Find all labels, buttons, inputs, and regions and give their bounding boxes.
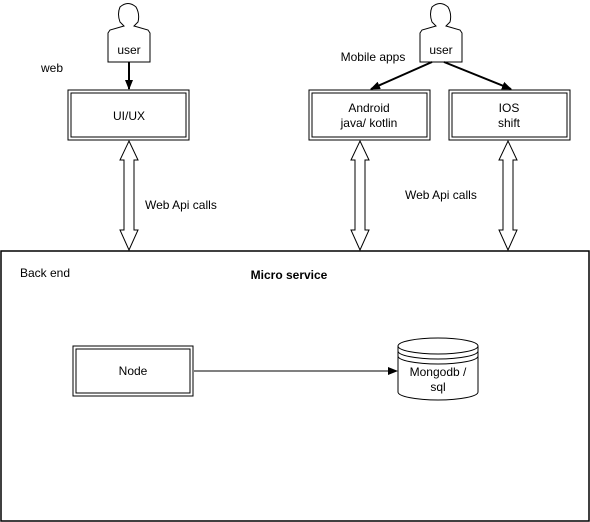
ios-api-double-arrow <box>498 139 518 252</box>
user-actor-left: user <box>107 3 151 63</box>
node-label: Node <box>119 364 148 378</box>
person-icon <box>419 3 463 63</box>
backend-label: Back end <box>20 266 70 280</box>
android-label: Android <box>348 101 389 115</box>
android-sublabel: java/ kotlin <box>340 116 398 130</box>
user-label: user <box>117 43 140 57</box>
database-cylinder: Mongodb / sql <box>397 337 479 401</box>
web-label: web <box>40 61 63 75</box>
uiux-box: UI/UX <box>67 89 190 141</box>
ios-label: IOS <box>499 101 520 115</box>
android-box: Android java/ kotlin <box>308 89 431 141</box>
ios-sublabel: shift <box>498 116 521 130</box>
db-label: Mongodb / <box>410 365 467 379</box>
node-box: Node <box>72 345 194 397</box>
mobile-apps-label: Mobile apps <box>341 50 406 64</box>
user-to-android-arrow <box>370 61 433 90</box>
web-api-calls-label-right: Web Api calls <box>405 188 477 202</box>
uiux-label: UI/UX <box>113 109 145 123</box>
user-label: user <box>429 43 452 57</box>
user-actor-right: user <box>419 3 463 63</box>
db-sublabel: sql <box>430 380 445 394</box>
uiux-api-double-arrow <box>119 139 139 252</box>
person-icon <box>107 3 151 63</box>
user-to-ios-arrow <box>443 61 512 90</box>
ios-box: IOS shift <box>448 89 571 141</box>
microservice-title: Micro service <box>251 268 328 282</box>
web-api-calls-label-left: Web Api calls <box>145 198 217 212</box>
android-api-double-arrow <box>350 139 370 252</box>
